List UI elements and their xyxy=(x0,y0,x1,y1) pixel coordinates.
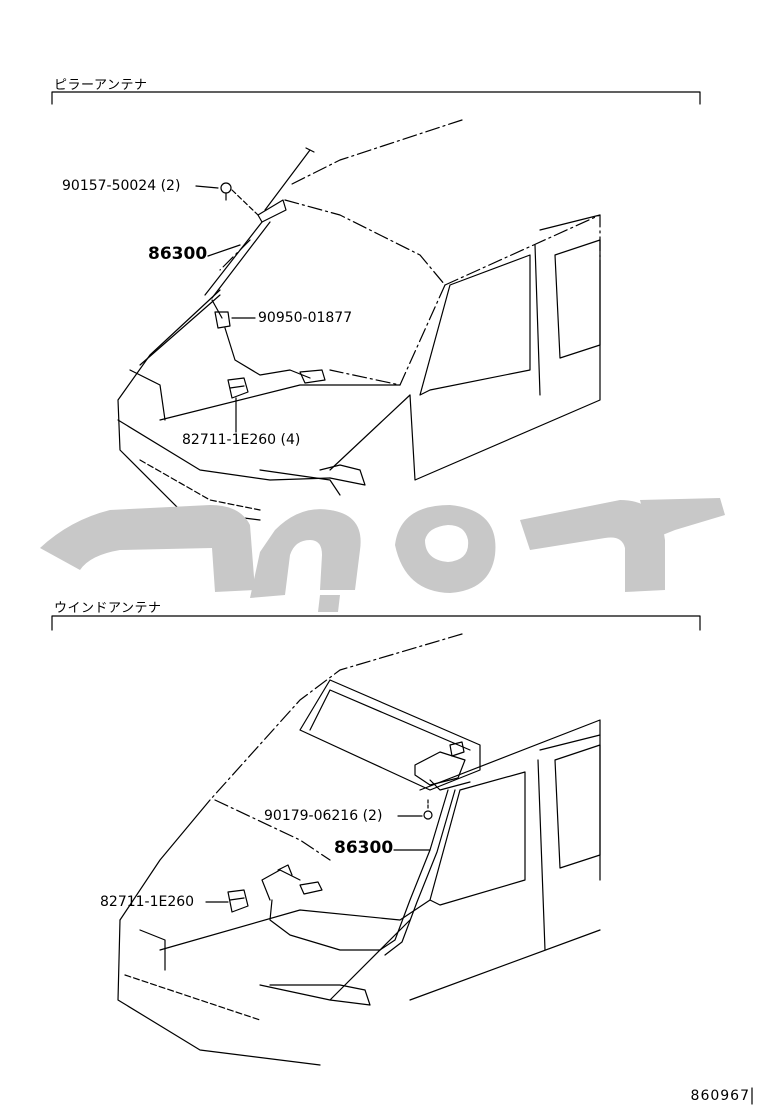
part-label-antenna-assy[interactable]: 86300 xyxy=(148,244,208,264)
van-illustration-bottom xyxy=(117,633,601,1066)
part-label-clip[interactable]: 82711-1E260 (4) xyxy=(182,432,301,448)
part-label-clip-window[interactable]: 82711-1E260 xyxy=(100,894,195,910)
van-illustration-top xyxy=(117,119,601,521)
part-label-screw[interactable]: 90157-50024 (2) xyxy=(62,178,181,194)
figure-number: 860967 xyxy=(690,1088,750,1104)
part-label-grommet[interactable]: 90950-01877 xyxy=(258,310,353,326)
section-title-pillar-antenna: ピラーアンテナ xyxy=(54,78,148,93)
section-title-window-antenna: ウインドアンテナ xyxy=(54,601,162,616)
section1-frame xyxy=(51,91,701,105)
part-label-antenna-assy-window[interactable]: 86300 xyxy=(334,838,394,858)
part-label-screw-window[interactable]: 90179-06216 (2) xyxy=(264,808,383,824)
section2-frame xyxy=(51,615,701,631)
watermark-logo xyxy=(40,498,725,612)
